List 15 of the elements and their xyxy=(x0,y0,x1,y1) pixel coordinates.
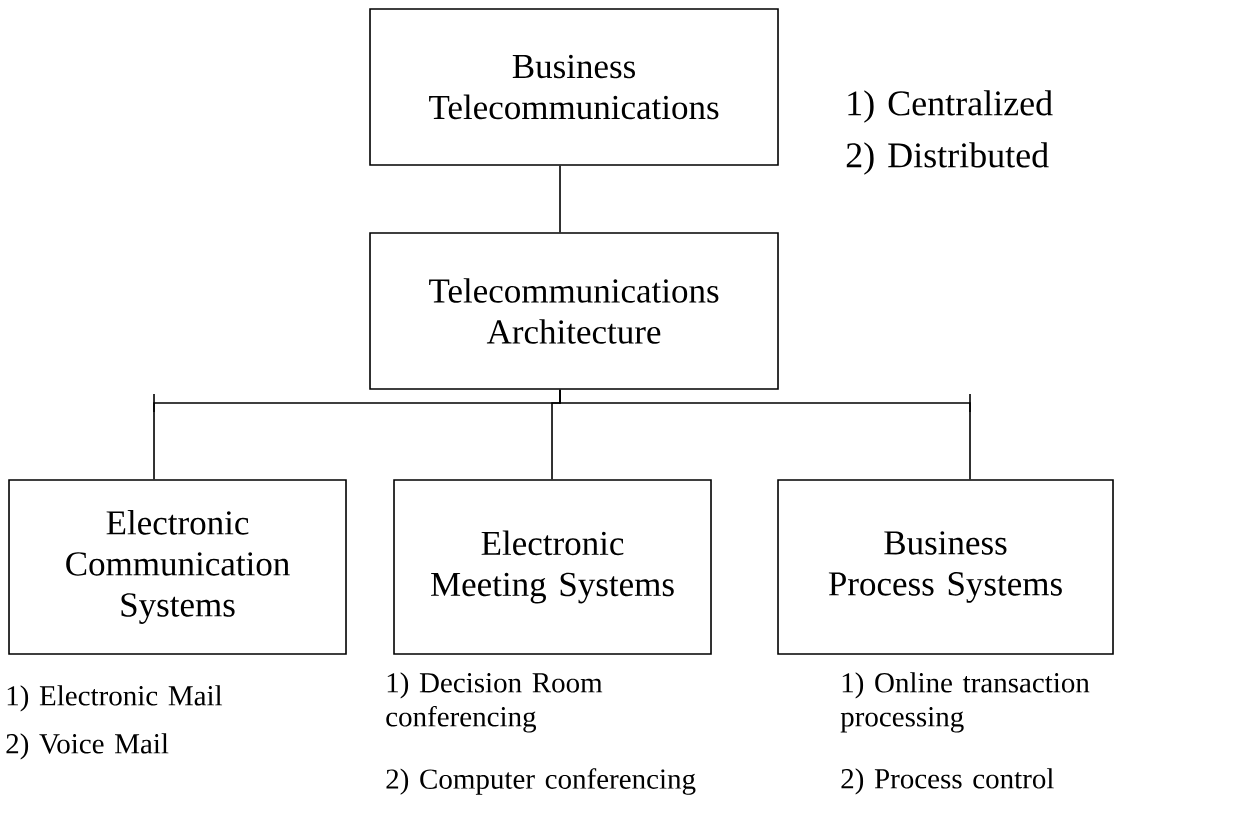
box: Electronic Meeting Systems xyxy=(393,479,712,655)
list-item: 1) Decision Room conferencing xyxy=(386,672,603,733)
list-item: 1) Electronic Mail xyxy=(7,685,223,712)
list-item: 2) Process control xyxy=(841,768,1054,795)
box: Electronic Communication Systems xyxy=(8,479,347,655)
list-item: 2) Distributed xyxy=(846,142,1049,175)
list-item: 2) Computer conferencing xyxy=(386,768,696,795)
box: Business Process Systems xyxy=(777,479,1114,655)
list-item: 1) Online transaction processing xyxy=(840,672,1090,733)
list-item: 1) Centralized xyxy=(848,90,1053,123)
box: Telecommunications Architecture xyxy=(369,232,779,390)
connector-line xyxy=(559,165,561,233)
box: Business Telecommunications xyxy=(369,8,779,166)
connector-line xyxy=(559,389,971,480)
list-item: 2) Voice Mail xyxy=(6,733,169,760)
